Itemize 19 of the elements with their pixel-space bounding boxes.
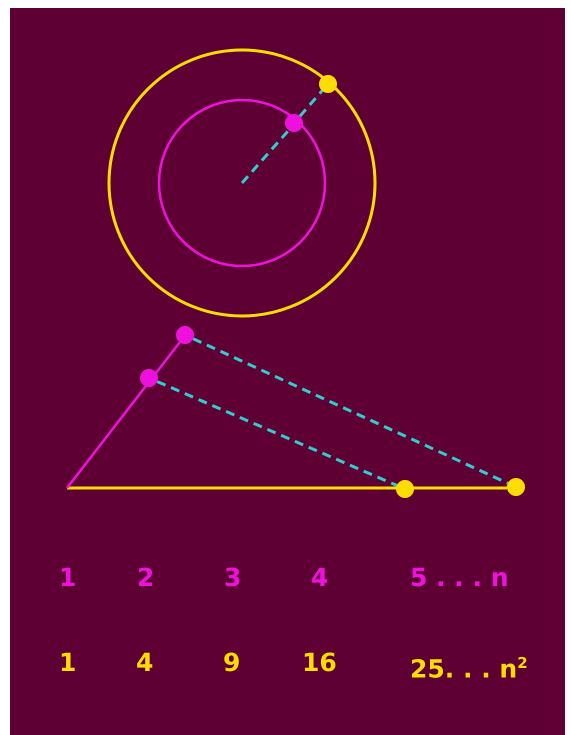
dashed-line [156, 380, 398, 487]
dot [319, 75, 337, 93]
number-label: 16 [302, 648, 337, 678]
dot [176, 326, 194, 344]
number-label: 2 [137, 563, 154, 593]
number-label: 1 [59, 563, 76, 593]
number-label: 3 [224, 563, 242, 593]
number-label: 4 [136, 648, 154, 678]
number-label: 5 . . . n [410, 563, 508, 593]
number-label: 1 [59, 648, 76, 678]
dot [140, 369, 158, 387]
number-label: 25. . . n$^{2}$ [410, 653, 528, 684]
dashed-line [192, 337, 508, 485]
number-label: 9 [223, 648, 240, 678]
dot [507, 478, 525, 496]
dot [285, 114, 303, 132]
dot [396, 480, 414, 498]
number-label: 4 [311, 563, 328, 593]
dashed-line [298, 90, 324, 118]
